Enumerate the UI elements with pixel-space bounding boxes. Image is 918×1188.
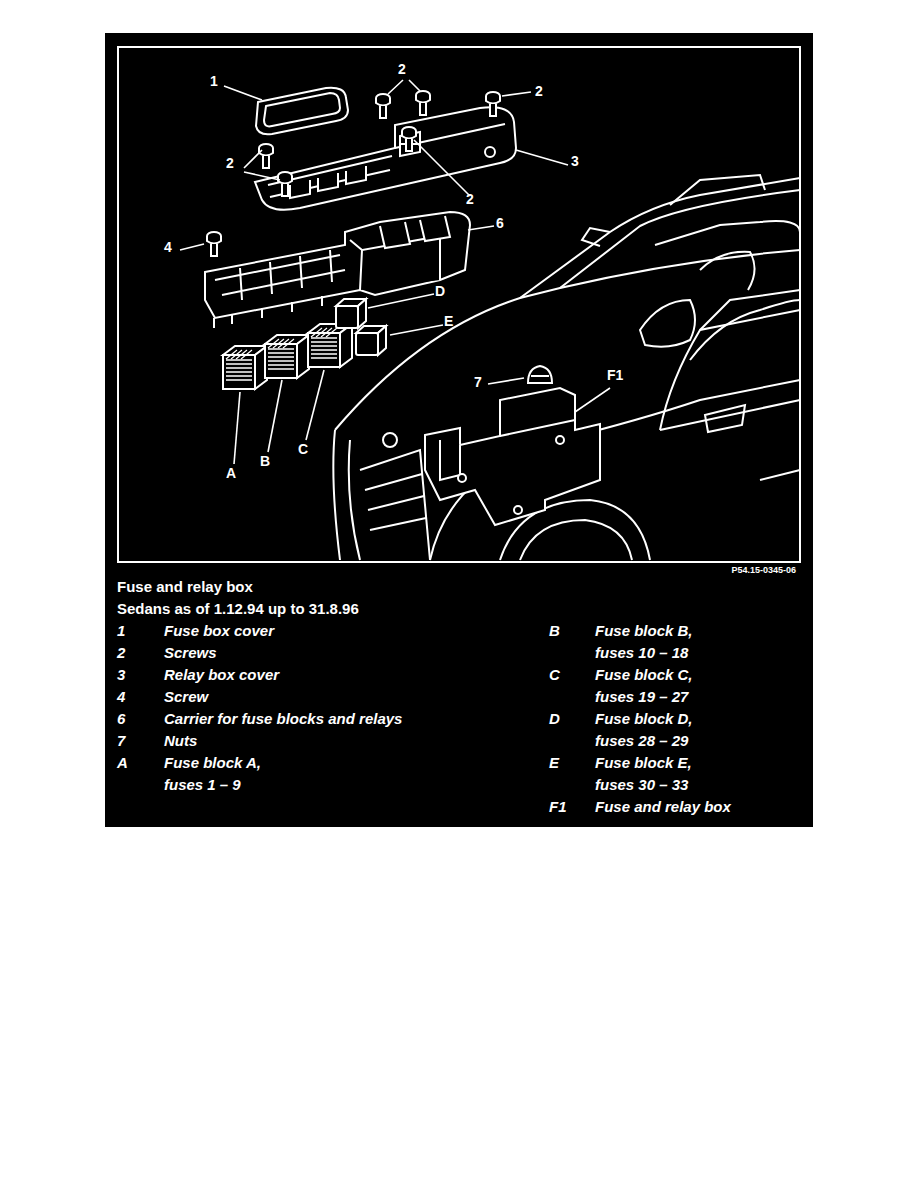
legend-cell: E: [549, 752, 559, 774]
callout-number: 7: [474, 371, 482, 393]
callout-number: E: [444, 310, 453, 332]
legend-cell: F1: [549, 796, 567, 818]
callout-number: 2: [226, 152, 234, 174]
legend-cell: Nuts: [164, 730, 197, 752]
legend-cell: Fuse and relay box: [595, 796, 731, 818]
legend-cell: Fuse box cover: [164, 620, 274, 642]
legend-cell: Fuse block E, fuses 30 – 33: [595, 752, 720, 796]
legend-cell: 3: [117, 664, 125, 686]
legend-cell: 7: [117, 730, 125, 752]
legend-cell: Fuse block A, fuses 1 – 9: [164, 752, 282, 796]
legend-cell: 6: [117, 708, 125, 730]
legend-cell: Carrier for fuse blocks and relays: [164, 708, 402, 730]
legend-cell: Fuse block D, fuses 28 – 29: [595, 708, 720, 752]
callout-number: C: [298, 438, 308, 460]
legend-cell: Fuse block B, fuses 10 – 18: [595, 620, 720, 664]
legend-cell: Relay box cover: [164, 664, 279, 686]
legend-cell: Screw: [164, 686, 208, 708]
callout-number: D: [435, 280, 445, 302]
callout-number: 1: [210, 70, 218, 92]
reference-code: P54.15-0345-06: [731, 564, 796, 576]
callout-number: 2: [535, 80, 543, 102]
subtitle: Sedans as of 1.12.94 up to 31.8.96: [117, 598, 359, 620]
legend-cell: B: [549, 620, 560, 642]
callout-number: 2: [466, 188, 474, 210]
callout-number: 3: [571, 150, 579, 172]
legend-cell: 4: [117, 686, 125, 708]
callout-number: A: [226, 462, 236, 484]
legend-cell: 2: [117, 642, 125, 664]
legend-cell: Fuse block C, fuses 19 – 27: [595, 664, 720, 708]
legend-cell: D: [549, 708, 560, 730]
legend-cell: A: [117, 752, 128, 774]
callout-number: 2: [398, 58, 406, 80]
legend-cell: Screws: [164, 642, 217, 664]
callout-number: 6: [496, 212, 504, 234]
callout-number: F1: [607, 364, 623, 386]
callout-number: 4: [164, 236, 172, 258]
diagram-title: Fuse and relay box: [117, 576, 253, 598]
callout-number: B: [260, 450, 270, 472]
legend-cell: 1: [117, 620, 125, 642]
legend-cell: C: [549, 664, 560, 686]
